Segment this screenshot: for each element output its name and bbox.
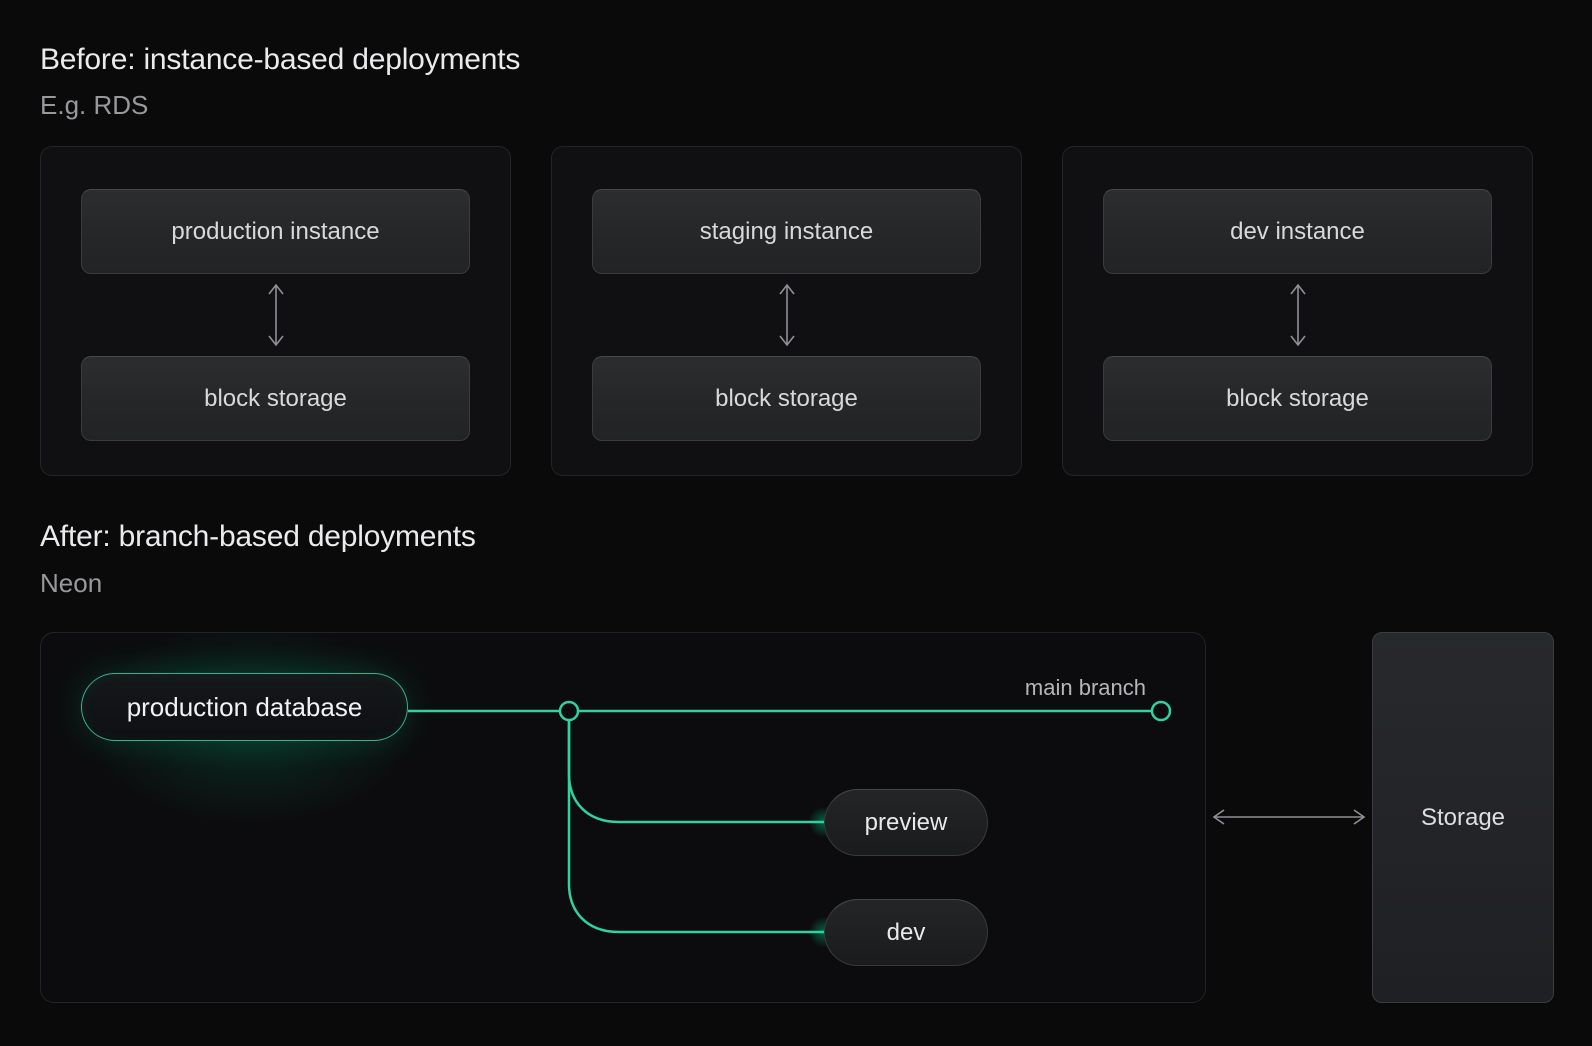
storage-label: Storage: [1420, 803, 1506, 831]
instance-cards-row: production instance block storage stagin…: [40, 146, 1533, 476]
branch-point-node: [558, 700, 580, 722]
before-section-subtitle: E.g. RDS: [40, 90, 149, 120]
dev-instance-box: dev instance: [1103, 189, 1492, 274]
production-instance-label: production instance: [171, 217, 380, 245]
arrowhead-left-icon: [1212, 809, 1225, 825]
after-section-title: After: branch-based deployments: [40, 520, 476, 553]
storage-box: Storage: [1372, 632, 1554, 1003]
production-instance-box: production instance: [81, 189, 470, 274]
after-section-subtitle: Neon: [40, 568, 103, 598]
instance-card-production: production instance block storage: [40, 146, 511, 476]
instance-card-dev: dev instance block storage: [1062, 146, 1533, 476]
instance-card-staging: staging instance block storage: [551, 146, 1022, 476]
dev-branch-line: [567, 711, 824, 934]
block-storage-box: block storage: [1103, 356, 1492, 441]
instance-storage-connector: [81, 274, 470, 356]
arrowhead-right-icon: [1353, 809, 1366, 825]
block-storage-box: block storage: [592, 356, 981, 441]
branching-panel: production database main branch preview …: [40, 632, 1206, 1003]
main-branch-end-node: [1150, 700, 1172, 722]
dev-branch-label: dev: [886, 918, 926, 946]
double-arrow-vertical-icon: [778, 283, 795, 347]
instance-storage-connector: [1103, 274, 1492, 356]
staging-instance-box: staging instance: [592, 189, 981, 274]
double-arrow-vertical-icon: [1289, 283, 1306, 347]
dev-instance-label: dev instance: [1230, 217, 1365, 245]
block-storage-label: block storage: [715, 384, 858, 412]
dev-branch-pill: dev: [824, 899, 988, 966]
block-storage-label: block storage: [1226, 384, 1369, 412]
main-branch-label: main branch: [1024, 675, 1146, 700]
before-section-title: Before: instance-based deployments: [40, 43, 521, 76]
preview-branch-label: preview: [864, 808, 948, 836]
double-arrow-vertical-icon: [267, 283, 284, 347]
production-database-pill: production database: [81, 673, 408, 741]
production-database-label: production database: [126, 691, 363, 722]
block-storage-box: block storage: [81, 356, 470, 441]
preview-branch-line: [567, 711, 824, 824]
branch-lines-graphic: [408, 700, 1172, 934]
staging-instance-label: staging instance: [699, 217, 874, 245]
preview-branch-pill: preview: [824, 789, 988, 856]
instance-storage-connector: [592, 274, 981, 356]
panel-storage-connector: [1212, 809, 1366, 825]
block-storage-label: block storage: [204, 384, 347, 412]
